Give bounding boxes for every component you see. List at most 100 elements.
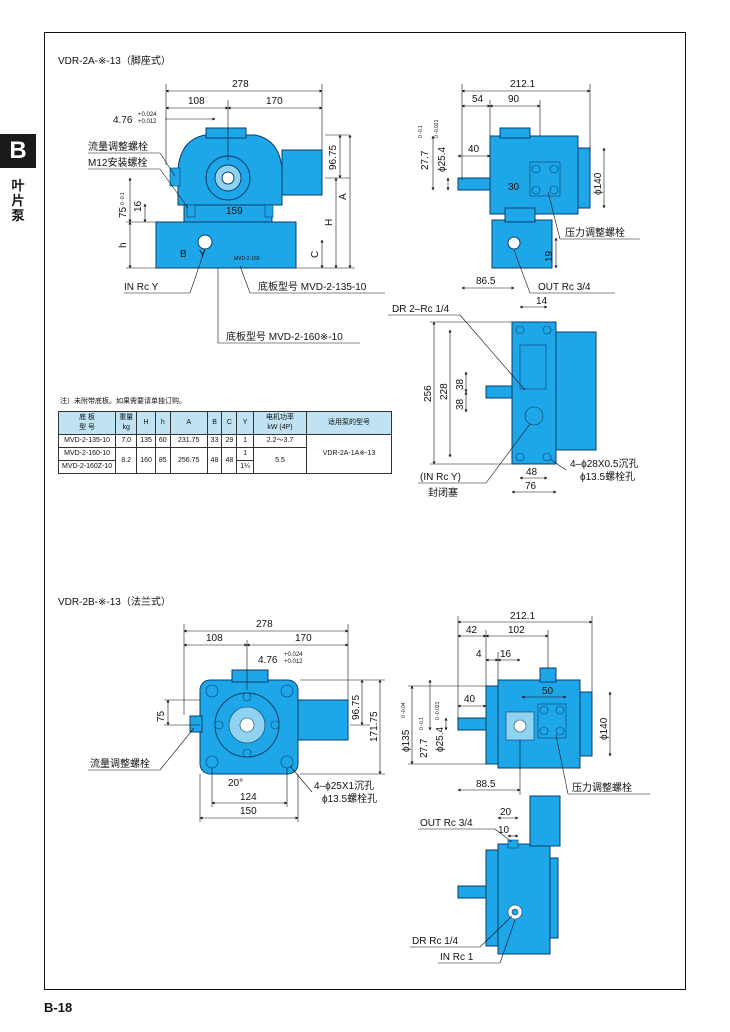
label-flow-adjust-b: 流量调整螺栓: [90, 757, 150, 770]
label-holes-25: 4–ϕ25X1沉孔: [314, 779, 374, 792]
cell-Y: 1¼: [236, 460, 254, 474]
dim-75-tol: 0 -0.1: [120, 192, 126, 205]
dim-A: A: [338, 193, 349, 200]
dim-9675-b: 96.75: [351, 695, 362, 720]
cell-power: 5.5: [253, 447, 307, 474]
col-header: 重量 kg: [115, 411, 138, 435]
cell-B: 33: [206, 434, 223, 448]
dim-38-lower: 38: [455, 398, 466, 410]
dim-40: 40: [468, 144, 480, 155]
tol-476: 4.76: [113, 115, 133, 126]
section-tab: B: [0, 134, 36, 168]
cell-model: MVD-2-135-10: [57, 434, 117, 448]
dim-159: 159: [226, 206, 243, 217]
dim-228: 228: [439, 383, 450, 400]
label-out-top: OUT Rc 3/4: [538, 282, 591, 293]
dim-170-b: 170: [295, 633, 312, 644]
dim-phi135: ϕ135: [401, 729, 412, 752]
dim-277: 27.7: [420, 150, 431, 170]
pump-side-foot: [457, 127, 591, 269]
dim-865: 86.5: [476, 276, 496, 287]
dim-42: 42: [466, 625, 478, 636]
dim-75-b: 75: [156, 710, 167, 722]
tol-476-b-upper: +0.024: [284, 652, 303, 658]
dim-108-b: 108: [206, 633, 223, 644]
dim-124: 124: [240, 792, 257, 803]
cell-H: 135: [136, 434, 156, 448]
dim-2121-b: 212.1: [510, 611, 535, 622]
label-holes-28: 4–ϕ28X0.5沉孔: [570, 457, 638, 470]
dim-phi140-b: ϕ140: [599, 717, 610, 740]
cell-C: 48: [221, 447, 238, 474]
dim-254-b: ϕ25.4: [435, 726, 446, 752]
dim-4: 4: [476, 649, 482, 660]
section-title-foot: VDR-2A-※-13（脚座式）: [58, 54, 171, 67]
label-plug: 封闭塞: [428, 486, 458, 499]
tol-476-b: 4.76: [258, 655, 278, 666]
label-in-rcy: IN Rc Y: [124, 282, 159, 293]
dim-150: 150: [240, 806, 257, 817]
cell-power: 2.2〜3.7: [253, 434, 307, 448]
pump-front-foot: [155, 127, 323, 269]
section-title-flange: VDR-2B-※-13（法兰式）: [58, 595, 171, 608]
table-header-row: 底 板 型 号 重量 kg H h A B C Y 电机功率 kW (4P) 适…: [57, 411, 392, 435]
base-plate-marking: MVD-2-160: [234, 256, 260, 262]
dim-phi140: ϕ140: [593, 172, 604, 195]
page-frame: [44, 32, 686, 990]
col-header: 底 板 型 号: [57, 411, 117, 435]
label-base-135: 底板型号 MVD-2-135-10: [258, 280, 367, 293]
cell-h: 60: [154, 434, 171, 448]
col-header: Y: [236, 411, 254, 435]
section-tab-label: 叶 片 泵: [9, 178, 27, 223]
pump-base-view: [485, 321, 597, 465]
label-B: B: [180, 249, 187, 260]
dim-277-tol: 0 -0.1: [418, 125, 424, 138]
label-holes-135-b: ϕ13.5螺栓孔: [322, 792, 377, 805]
table-row: MVD-2-135-10 7.0 135 60 231.75 33 29 1 2…: [57, 434, 392, 474]
dim-50: 50: [542, 686, 554, 697]
col-header: H: [136, 411, 156, 435]
dim-256: 256: [423, 385, 434, 402]
label-in-rear: IN Rc 1: [440, 952, 474, 963]
dim-16: 16: [133, 200, 144, 212]
cell-A: 231.75: [169, 434, 208, 448]
label-holes-135: ϕ13.5螺栓孔: [580, 470, 635, 483]
dim-277-b-tol: 0 -0.1: [419, 717, 425, 730]
table-note: 注）未附带底板。如果需要请单独订购。: [60, 398, 186, 405]
col-header: 适用泵的型号: [306, 411, 392, 435]
dim-19: 19: [544, 250, 555, 262]
cell-pump-model: VDR-2A-1A※-13: [306, 434, 392, 474]
tab-char: 泵: [11, 208, 25, 223]
label-m12: M12安装螺栓: [88, 156, 147, 169]
base-plate-table: 底 板 型 号 重量 kg H h A B C Y 电机功率 kW (4P) 适…: [57, 411, 392, 474]
dim-17175: 171.75: [369, 711, 380, 742]
tol-476-lower: +0.012: [138, 119, 157, 125]
dim-278: 278: [232, 79, 249, 90]
col-header: h: [154, 411, 171, 435]
col-header: C: [221, 411, 238, 435]
cell-Y: 1: [236, 434, 254, 448]
cell-weight: 7.0: [115, 434, 138, 448]
dim-54: 54: [472, 94, 484, 105]
dim-90: 90: [508, 94, 520, 105]
dim-75: 75: [118, 206, 129, 218]
cell-h: 85: [154, 447, 171, 474]
dim-38-upper: 38: [455, 378, 466, 390]
tab-char: 片: [11, 193, 25, 208]
dim-h: h: [118, 242, 129, 248]
cell-B: 48: [206, 447, 223, 474]
col-header: 电机功率 kW (4P): [253, 411, 307, 435]
dim-40-b: 40: [464, 694, 476, 705]
cell-Y: 1: [236, 447, 254, 461]
cell-H: 160: [136, 447, 156, 474]
dim-10-rear: 10: [498, 825, 510, 836]
cell-weight: 8.2: [115, 447, 138, 474]
label-dr-base: DR 2–Rc 1/4: [392, 304, 450, 315]
dim-16-b: 16: [500, 649, 512, 660]
tol-476-b-lower: +0.012: [284, 659, 303, 665]
cell-C: 29: [221, 434, 238, 448]
dim-20deg: 20°: [228, 778, 243, 789]
dim-C: C: [310, 251, 321, 258]
col-header: A: [169, 411, 208, 435]
